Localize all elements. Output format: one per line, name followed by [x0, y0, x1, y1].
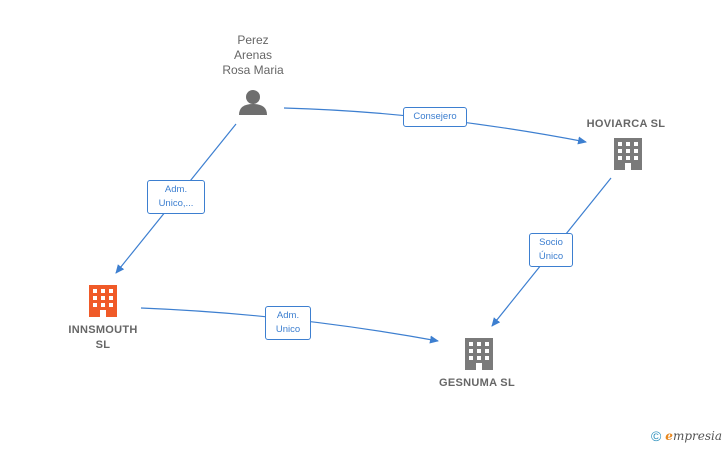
- copyright-icon: ©: [650, 428, 662, 444]
- building-icon-gesnuma[interactable]: [465, 338, 493, 370]
- company-name-hoviarca[interactable]: HOVIARCA SL: [586, 118, 666, 130]
- edge-label-consejero: Consejero: [403, 107, 467, 127]
- edge-label-socio-unico: Socio Único: [529, 233, 573, 267]
- building-icon-hoviarca[interactable]: [614, 138, 642, 170]
- person-icon[interactable]: [239, 90, 267, 115]
- brand-logo: empresia: [665, 429, 722, 443]
- edge-label-adm-unico-dots: Adm. Unico,...: [147, 180, 205, 214]
- company-name-innsmouth[interactable]: INNSMOUTH SL: [68, 324, 138, 351]
- building-icon-innsmouth[interactable]: [89, 285, 117, 317]
- person-name[interactable]: Perez Arenas Rosa Maria: [222, 33, 284, 77]
- edge-label-adm-unico: Adm. Unico: [265, 306, 311, 340]
- empresia-watermark: © empresia: [651, 428, 722, 444]
- company-name-gesnuma[interactable]: GESNUMA SL: [439, 377, 515, 389]
